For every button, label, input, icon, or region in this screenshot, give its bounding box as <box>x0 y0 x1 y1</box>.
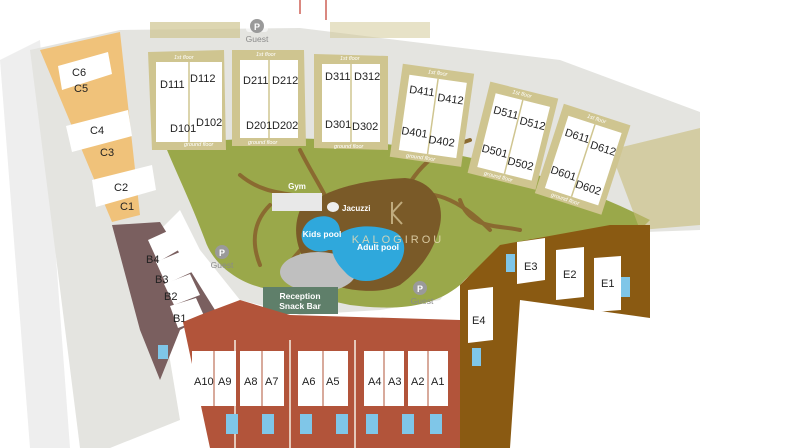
unit-a4: A4 <box>368 376 381 388</box>
unit-c6: C6 <box>72 67 86 79</box>
svg-text:P: P <box>219 248 225 258</box>
unit-a9: A9 <box>218 376 231 388</box>
unit-a8: A8 <box>244 376 257 388</box>
top-strip <box>150 22 240 38</box>
unit-d301: D301 <box>325 119 351 131</box>
unit-a7: A7 <box>265 376 278 388</box>
unit-b2: B2 <box>164 291 177 303</box>
d5-first-floor: 1st floor <box>512 89 534 100</box>
block-b: B4 B3 B2 B1 <box>112 222 215 380</box>
unit-a1: A1 <box>431 376 444 388</box>
parking-icon <box>413 281 427 295</box>
d2-ground-floor: ground floor <box>248 140 279 146</box>
block-d4: 1st floor D411 D412 D401 D402 ground flo… <box>389 63 475 167</box>
unit-a10: A10 <box>194 376 214 388</box>
pool-bridge <box>328 236 340 250</box>
unit-d212: D212 <box>272 75 298 87</box>
gym-label: Gym <box>288 182 306 191</box>
unit-e4: E4 <box>472 315 485 327</box>
unit-b3: B3 <box>155 274 168 286</box>
unit-d402: D402 <box>428 134 456 150</box>
adult-pool-label: Adult pool <box>357 242 399 252</box>
adult-pool <box>332 226 405 281</box>
guest-label-right: Guest <box>411 296 434 306</box>
unit-c3: C3 <box>100 147 114 159</box>
grass-strip-east <box>610 128 700 230</box>
guest-label-left: Guest <box>211 260 234 270</box>
block-d3: 1st floor D311 D312 D301 D302 ground flo… <box>314 54 388 150</box>
unit-d102: D102 <box>196 117 222 129</box>
d4-ground-floor: ground floor <box>406 153 437 163</box>
d2-first-floor: 1st floor <box>256 52 277 58</box>
d3-first-floor: 1st floor <box>340 56 361 62</box>
block-e: E3 E2 E1 E4 <box>460 225 650 448</box>
d4-first-floor: 1st floor <box>428 69 449 78</box>
block-d2: 1st floor D211 D212 D201 D202 ground flo… <box>232 50 306 146</box>
block-d1: 1st floor D111 D112 D101 D102 ground flo… <box>148 50 226 150</box>
unit-d201: D201 <box>246 120 272 132</box>
unit-b4: B4 <box>146 254 159 266</box>
d3-ground-floor: ground floor <box>334 144 365 150</box>
unit-e1: E1 <box>601 278 614 290</box>
unit-d311: D311 <box>325 71 350 83</box>
guest-parking-left: P Guest <box>211 245 234 270</box>
svg-text:P: P <box>417 284 423 294</box>
unit-e2: E2 <box>563 269 576 281</box>
unit-e3: E3 <box>524 261 537 273</box>
unit-c2: C2 <box>114 182 128 194</box>
reception-label: Reception <box>279 291 320 301</box>
unit-d111: D111 <box>160 79 185 91</box>
svg-text:P: P <box>254 22 260 32</box>
outer-road <box>0 40 70 448</box>
kids-pool-label: Kids pool <box>303 229 342 239</box>
parking-icon <box>250 19 264 33</box>
unit-d411: D411 <box>408 84 435 99</box>
d1-first-floor: 1st floor <box>174 55 195 61</box>
unit-d202: D202 <box>272 120 298 132</box>
jacuzzi-label: Jacuzzi <box>342 204 370 213</box>
block-d6: 1st floor D611 D612 D601 D602 ground flo… <box>534 103 631 215</box>
unit-a6: A6 <box>302 376 315 388</box>
reception-building <box>263 287 338 314</box>
gym-building <box>272 193 322 211</box>
block-d5: 1st floor D511 D512 D501 D502 ground flo… <box>467 81 559 190</box>
block-a: A10 A9 A8 A7 A6 A5 A4 A3 A2 A1 <box>183 300 460 448</box>
unit-a5: A5 <box>326 376 339 388</box>
unit-c4: C4 <box>90 125 104 137</box>
unit-c1: C1 <box>120 201 134 213</box>
d1-ground-floor: ground floor <box>184 142 215 148</box>
block-c: C6 C5 C4 C3 C2 C1 <box>40 32 156 222</box>
top-strip-2 <box>330 22 430 38</box>
guest-label-top: Guest <box>246 34 269 44</box>
unit-a3: A3 <box>388 376 401 388</box>
guest-parking-right: P Guest <box>411 281 434 306</box>
unit-d511: D511 <box>492 104 520 122</box>
unit-d302: D302 <box>352 121 378 133</box>
brand-wordmark: KALOGIROU <box>352 234 444 246</box>
unit-d112: D112 <box>190 73 215 85</box>
unit-d312: D312 <box>354 71 380 83</box>
unit-d412: D412 <box>437 92 465 108</box>
jacuzzi <box>327 202 339 212</box>
parking-icon <box>215 245 229 259</box>
unit-d401: D401 <box>401 125 429 141</box>
unit-a2: A2 <box>411 376 424 388</box>
unit-d211: D211 <box>243 75 268 87</box>
guest-parking-top: P Guest <box>246 16 269 44</box>
brand-logo <box>391 201 403 225</box>
unit-d101: D101 <box>170 123 196 135</box>
unit-c5: C5 <box>74 83 88 95</box>
snack-bar-label: Snack Bar <box>279 301 321 311</box>
